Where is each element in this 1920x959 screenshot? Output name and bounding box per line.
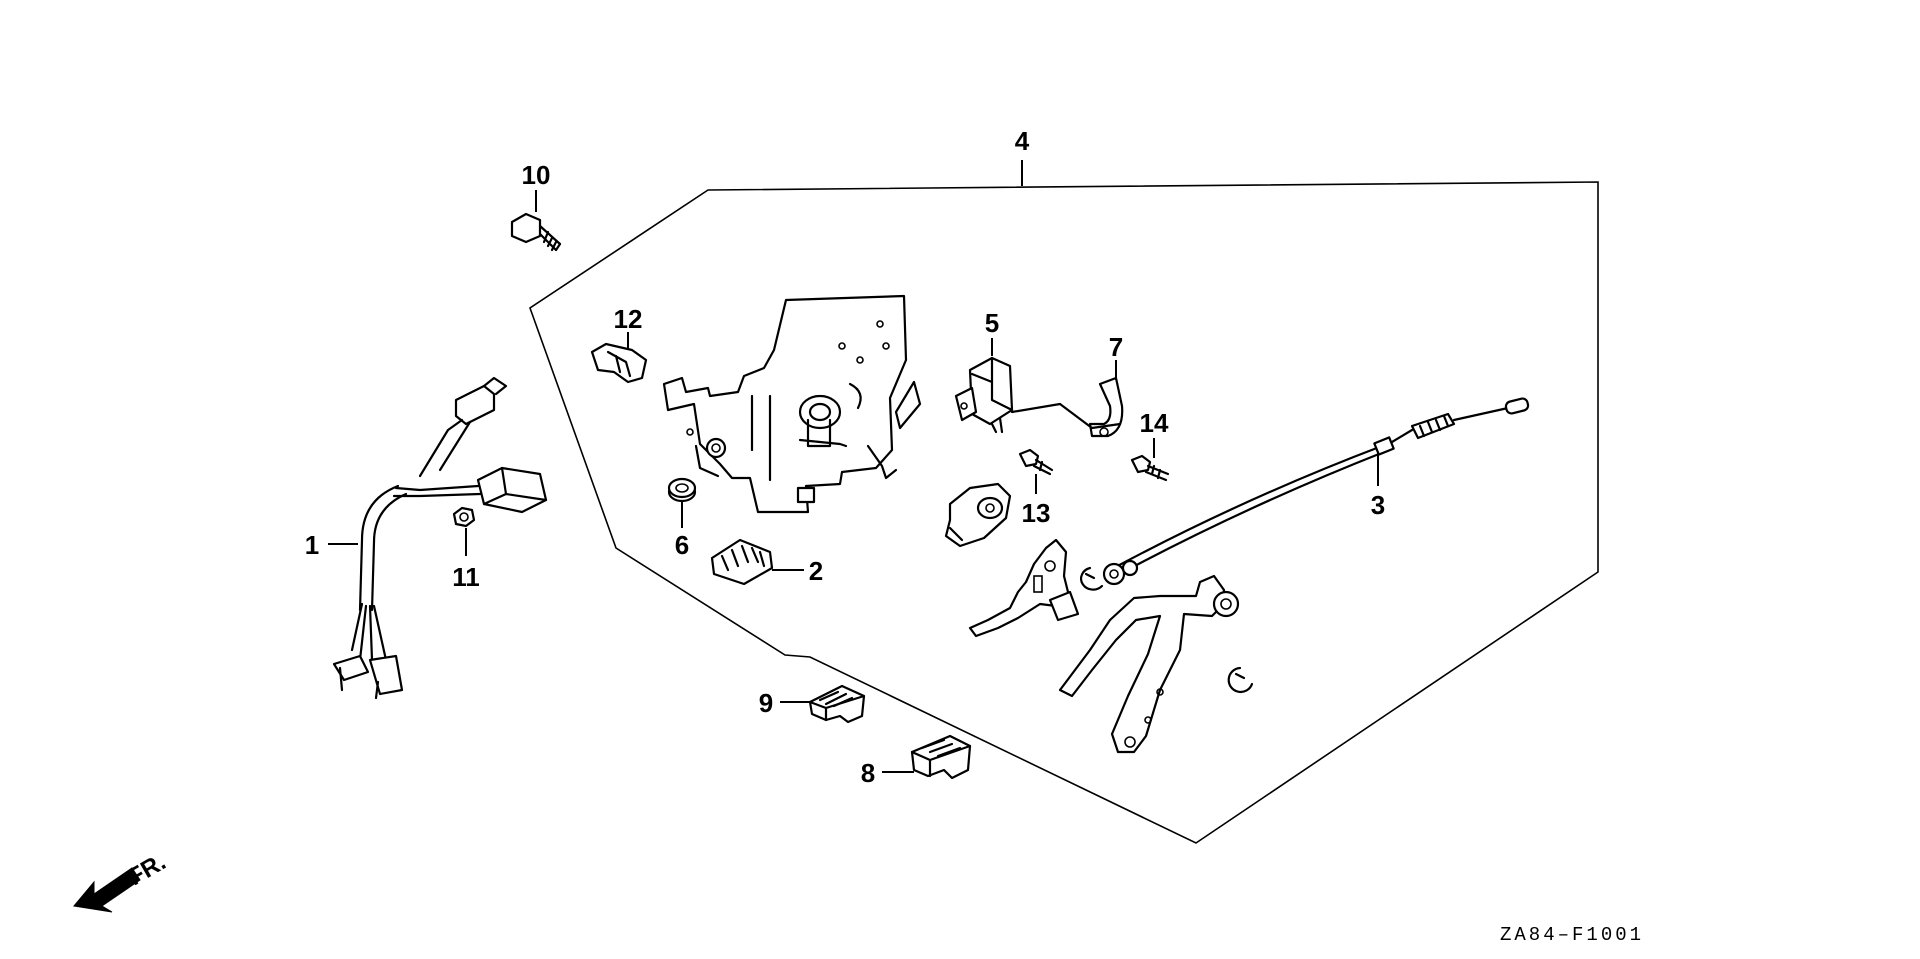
wire-harness-icon (332, 376, 548, 700)
callout-label-11: 11 (452, 562, 480, 592)
cam-plate-icon (944, 482, 1012, 548)
callout-label-13: 13 (1022, 498, 1051, 528)
callout-label-7: 7 (1109, 332, 1123, 362)
cable-clamp-icon (1058, 376, 1124, 438)
callout-label-9: 9 (759, 688, 773, 718)
screw-13-icon (1018, 448, 1054, 476)
e-clip-1-icon (1080, 566, 1104, 591)
screw-14-icon (1130, 454, 1170, 482)
knob-9-icon (808, 684, 866, 724)
callout-label-6: 6 (675, 530, 689, 560)
callout-label-5: 5 (985, 308, 999, 338)
callout-label-3: 3 (1371, 490, 1385, 520)
callout-label-8: 8 (861, 758, 875, 788)
callout-label-10: 10 (522, 160, 551, 190)
callout-label-2: 2 (809, 556, 823, 586)
governor-arm-icon (1058, 574, 1240, 754)
cushion-rubber-icon (710, 538, 774, 586)
flange-bolt-icon (510, 212, 562, 252)
callout-label-12: 12 (614, 304, 643, 334)
callout-label-14: 14 (1140, 408, 1169, 438)
clip-icon (590, 342, 648, 384)
e-clip-2-icon (1227, 666, 1254, 694)
assembly-outline (529, 181, 1599, 844)
control-cable-icon (1102, 397, 1530, 586)
switch-icon (954, 356, 1062, 434)
nut-icon (452, 506, 476, 528)
front-direction-arrow-icon (73, 867, 141, 913)
grommet-icon (667, 477, 697, 503)
callout-label-4: 4 (1015, 126, 1030, 156)
throttle-lever-icon (968, 538, 1080, 638)
callout-label-1: 1 (305, 530, 319, 560)
diagram-code: ZA84–F1001 (1500, 924, 1644, 946)
knob-8-icon (910, 734, 972, 780)
main-bracket-plate-icon (662, 294, 922, 514)
